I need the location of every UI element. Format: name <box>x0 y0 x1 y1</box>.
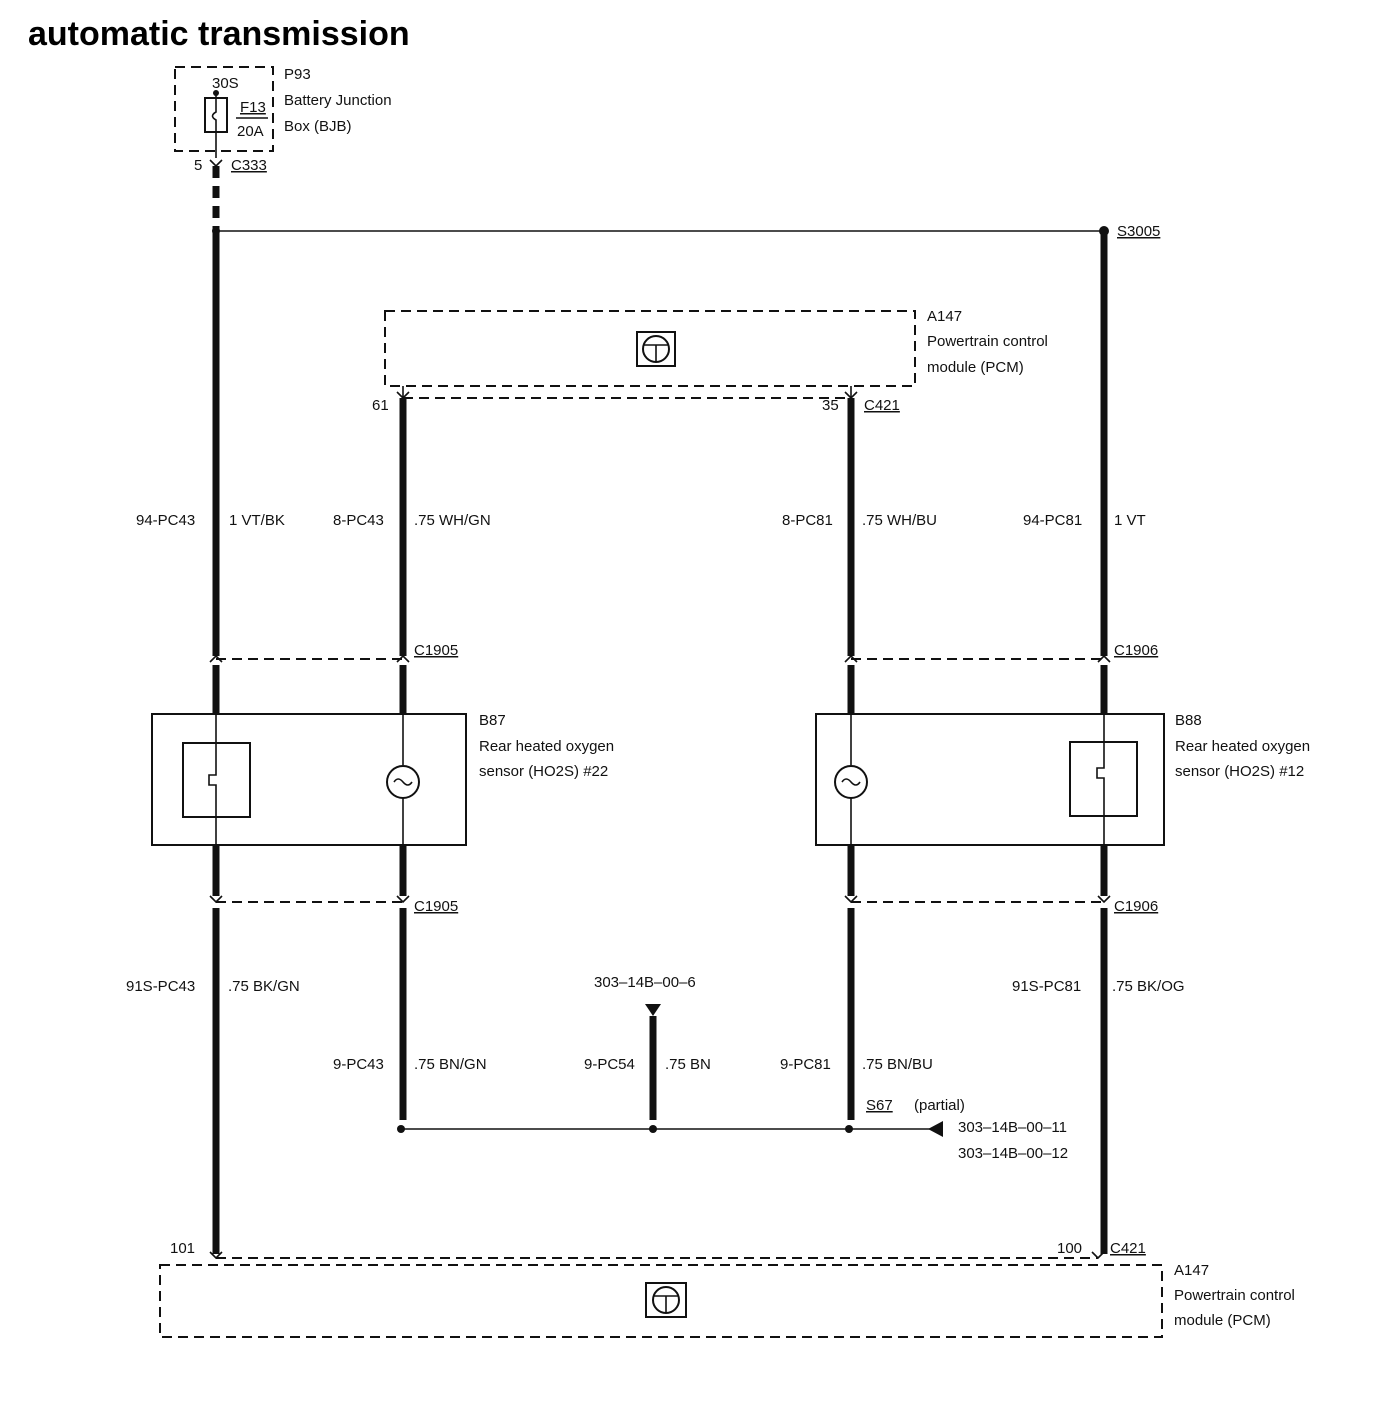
sensor-signal-icon <box>834 714 868 845</box>
conn-left-lower: C1905 <box>414 898 458 915</box>
conn-left-upper: C1905 <box>414 642 458 659</box>
ref-arrow <box>928 1121 943 1137</box>
ref-2: 303–14B–00–12 <box>958 1145 1068 1162</box>
pcm-bottom-outline <box>159 1264 1163 1338</box>
bjb-id: P93 <box>284 66 311 83</box>
lw5-circuit: 91S-PC81 <box>1012 978 1081 995</box>
w4-circuit: 94-PC81 <box>1023 512 1082 529</box>
sensor-right-outline <box>815 713 1165 846</box>
pcm-top-pin-left: 61 <box>372 397 389 414</box>
ref-1: 303–14B–00–11 <box>958 1119 1067 1136</box>
splice-bottom-label: S67 <box>866 1097 893 1114</box>
lw1-color: .75 BK/GN <box>228 978 300 995</box>
splice-bottom-note: (partial) <box>914 1097 965 1114</box>
bjb-terminal: 30S <box>212 75 239 92</box>
bjb-name-line2: Box (BJB) <box>284 118 352 135</box>
pcm-bottom-pin-right: 100 <box>1057 1240 1082 1257</box>
w3-circuit: 8-PC81 <box>782 512 833 529</box>
diagram-title: automatic transmission <box>28 15 410 53</box>
ref-ground: 303–14B–00–6 <box>594 974 696 991</box>
sensor-left-name-line1: Rear heated oxygen <box>479 738 614 755</box>
lw2-circuit: 9-PC43 <box>333 1056 384 1073</box>
lw1-circuit: 91S-PC43 <box>126 978 195 995</box>
w1-color: 1 VT/BK <box>229 512 285 529</box>
lw4-circuit: 9-PC81 <box>780 1056 831 1073</box>
sensor-right-name-line2: sensor (HO2S) #12 <box>1175 763 1304 780</box>
conn-right-lower: C1906 <box>1114 898 1158 915</box>
bjb-name-line1: Battery Junction <box>284 92 392 109</box>
lw5-color: .75 BK/OG <box>1112 978 1185 995</box>
w3-color: .75 WH/BU <box>862 512 937 529</box>
sensor-left-name-line2: sensor (HO2S) #22 <box>479 763 608 780</box>
w4-color: 1 VT <box>1114 512 1146 529</box>
bjb-pin: 5 <box>194 157 202 174</box>
pcm-top-connector: C421 <box>864 397 900 414</box>
splice-top-label: S3005 <box>1117 223 1160 240</box>
fuse-id: F13 <box>240 99 266 116</box>
lw3-circuit: 9-PC54 <box>584 1056 635 1073</box>
sensor-left-outline <box>151 713 467 846</box>
lw3-color: .75 BN <box>665 1056 711 1073</box>
pcm-bottom-id: A147 <box>1174 1262 1209 1279</box>
fuse-rating: 20A <box>237 123 264 140</box>
w2-color: .75 WH/GN <box>414 512 491 529</box>
sensor-right-name-line1: Rear heated oxygen <box>1175 738 1310 755</box>
sensor-signal-icon <box>386 714 420 845</box>
conn-right-upper: C1906 <box>1114 642 1158 659</box>
pcm-top-id: A147 <box>927 308 962 325</box>
heater-element-icon <box>182 714 251 845</box>
lw4-color: .75 BN/BU <box>862 1056 933 1073</box>
pcm-bottom-name-line2: module (PCM) <box>1174 1312 1271 1329</box>
pcm-bottom-pin-left: 101 <box>170 1240 195 1257</box>
lw2-color: .75 BN/GN <box>414 1056 487 1073</box>
sensor-left-id: B87 <box>479 712 506 729</box>
sensor-right-id: B88 <box>1175 712 1202 729</box>
heater-element-icon <box>1069 714 1138 845</box>
fuse-icon <box>204 90 228 140</box>
bjb-connector: C333 <box>231 157 267 174</box>
w2-circuit: 8-PC43 <box>333 512 384 529</box>
ground-ref-arrow <box>645 1004 661 1016</box>
w1-circuit: 94-PC43 <box>136 512 195 529</box>
pcm-bottom-connector: C421 <box>1110 1240 1146 1257</box>
pcm-bottom-name-line1: Powertrain control <box>1174 1287 1295 1304</box>
pcm-top-icon <box>636 331 676 367</box>
pcm-bottom-icon <box>645 1282 687 1318</box>
pcm-top-pin-right: 35 <box>822 397 839 414</box>
pcm-top-outline <box>384 310 916 387</box>
bjb-outline <box>174 66 274 152</box>
pcm-top-name-line1: Powertrain control <box>927 333 1048 350</box>
pcm-top-name-line2: module (PCM) <box>927 359 1024 376</box>
